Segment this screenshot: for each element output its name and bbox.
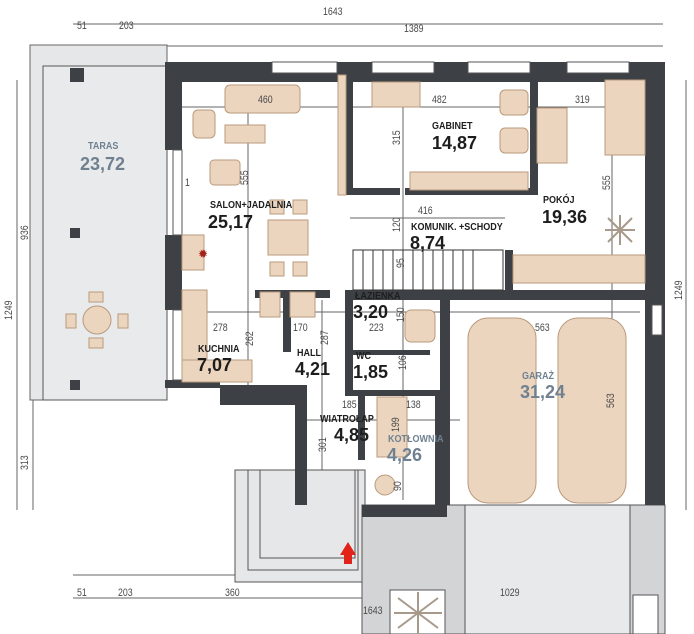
- dim-label: 106: [397, 355, 409, 370]
- plant-icon: [394, 215, 635, 634]
- dim-label: 287: [319, 330, 331, 345]
- dim-label: 1249: [673, 280, 685, 300]
- terrace-table-icon: [65, 291, 129, 349]
- dim-label: 203: [119, 20, 134, 32]
- svg-text:✹: ✹: [198, 247, 208, 261]
- dim-label: 138: [406, 399, 421, 411]
- dim-label: 95: [395, 258, 407, 268]
- room-name-gabinet: GABINET: [432, 121, 473, 132]
- room-area-salon: 25,17: [208, 212, 254, 232]
- furniture: [181, 74, 646, 504]
- room-area-pokoj: 19,36: [542, 207, 588, 227]
- room-area-komunik: 8,74: [410, 233, 446, 253]
- dim-label: 563: [605, 393, 617, 408]
- dim-label: 1249: [3, 300, 15, 320]
- room-area-taras: 23,72: [80, 154, 126, 174]
- entry-arrow-icon: [340, 542, 356, 564]
- dim-label: 301: [317, 437, 329, 452]
- dim-label: 360: [225, 587, 240, 599]
- dim-label: 223: [369, 322, 384, 334]
- room-area-garaz: 31,24: [520, 382, 566, 402]
- dim-label: 120: [391, 217, 403, 232]
- dim-label: 416: [418, 205, 433, 217]
- dim-label: 278: [213, 322, 228, 334]
- room-area-wc: 1,85: [353, 362, 389, 382]
- windows: [172, 61, 663, 381]
- dim-label: 936: [19, 225, 31, 240]
- room-name-wc: WC: [356, 351, 372, 362]
- dim-label: 262: [244, 331, 256, 346]
- room-area-kuchnia: 7,07: [197, 355, 233, 375]
- room-area-kotlownia: 4,26: [387, 445, 423, 465]
- room-name-hall: HALL: [297, 348, 322, 359]
- dim-label: 1643: [363, 605, 383, 617]
- dim-label: 460: [258, 94, 273, 106]
- dim-label: 315: [391, 130, 403, 145]
- dim-label: 555: [601, 175, 613, 190]
- dim-label: 199: [390, 417, 402, 432]
- dim-label: 170: [293, 322, 308, 334]
- room-area-hall: 4,21: [295, 359, 331, 379]
- room-name-salon: SALON+JADALNIA: [210, 200, 293, 211]
- dim-label: 1: [185, 177, 190, 189]
- room-name-kotlownia: KOTŁOWNIA: [388, 434, 444, 445]
- dim-label: 90: [392, 481, 404, 491]
- dim-label: 1029: [500, 587, 520, 599]
- dim-label: 51: [77, 20, 87, 32]
- room-name-pokoj: POKÓJ: [543, 195, 575, 206]
- room-name-garaz: GARAŻ: [522, 371, 555, 382]
- dim-label: 555: [239, 170, 251, 185]
- room-name-lazienka: ŁAZIENKA: [355, 291, 401, 302]
- dim-label: 203: [118, 587, 133, 599]
- dim-label: 563: [535, 322, 550, 334]
- dim-label: 150: [395, 307, 407, 322]
- dim-label: 319: [575, 94, 590, 106]
- dim-label: 185: [342, 399, 357, 411]
- room-name-taras: TARAS: [88, 141, 119, 152]
- room-name-komunik: KOMUNIK. +SCHODY: [411, 222, 503, 233]
- dim-label: 1643: [323, 6, 343, 18]
- stairs: [352, 249, 504, 291]
- room-area-wiatrolap: 4,85: [334, 425, 370, 445]
- room-name-wiatrolap: WIATROŁAP: [320, 414, 374, 425]
- dim-label: 482: [432, 94, 447, 106]
- room-area-gabinet: 14,87: [432, 133, 478, 153]
- dim-label: 1389: [404, 23, 424, 35]
- dim-label: 313: [19, 455, 31, 470]
- room-area-lazienka: 3,20: [353, 302, 389, 322]
- room-name-kuchnia: KUCHNIA: [198, 344, 240, 355]
- dim-label: 51: [77, 587, 87, 599]
